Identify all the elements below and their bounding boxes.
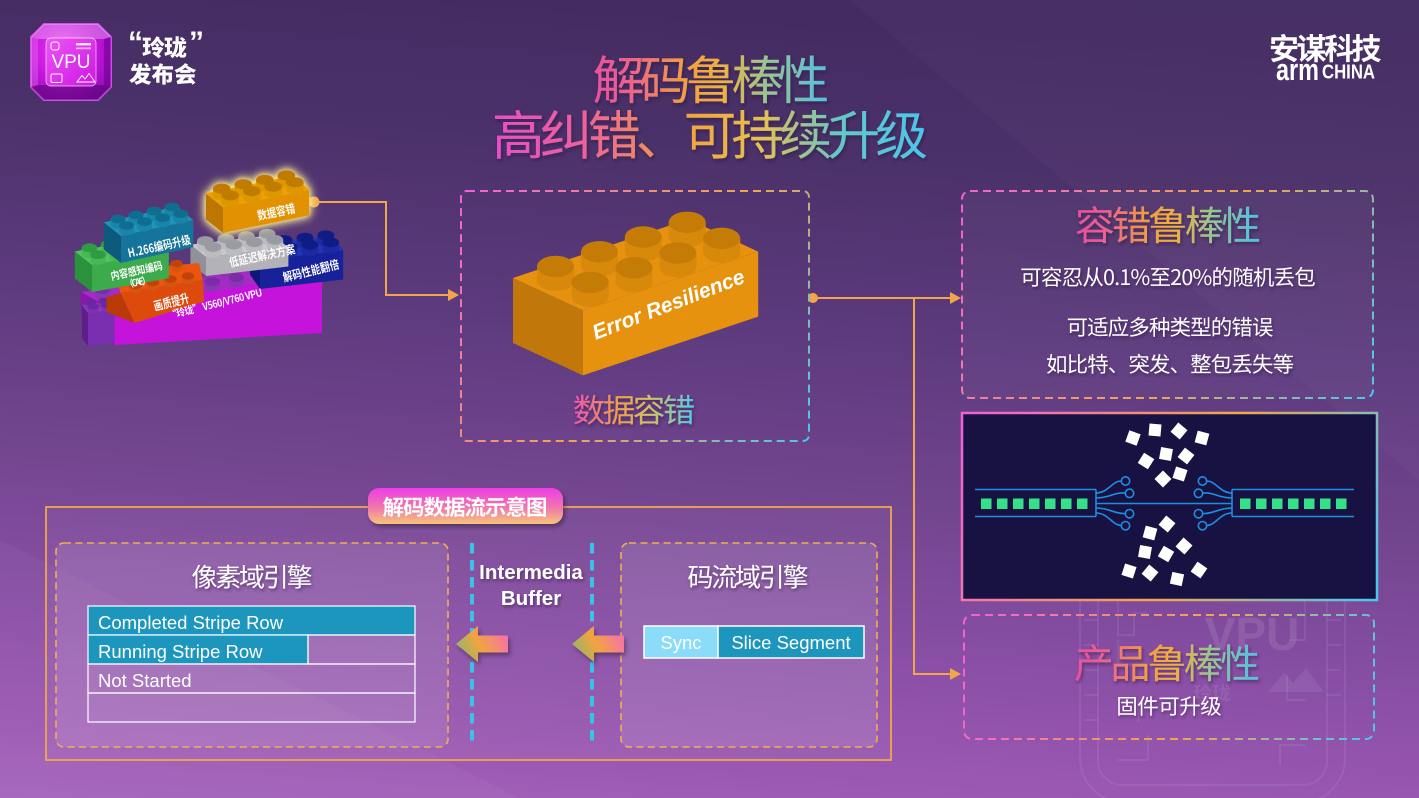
svg-text:Running Stripe Row: Running Stripe Row: [98, 641, 263, 662]
svg-text:CHINA: CHINA: [1322, 61, 1375, 84]
svg-text:VPU: VPU: [51, 52, 90, 73]
svg-text:Completed Stripe Row: Completed Stripe Row: [98, 612, 284, 633]
svg-text:arm: arm: [1276, 52, 1319, 87]
svg-text:Slice Segment: Slice Segment: [731, 632, 850, 653]
svg-text:“: “: [128, 26, 143, 59]
svg-text:Buffer: Buffer: [501, 587, 561, 610]
svg-text:Intermedia: Intermedia: [479, 561, 583, 584]
svg-text:VPU: VPU: [1205, 608, 1300, 660]
svg-text:Sync: Sync: [660, 632, 701, 653]
svg-text:”: ”: [189, 26, 204, 59]
svg-text:Not Started: Not Started: [98, 670, 192, 691]
